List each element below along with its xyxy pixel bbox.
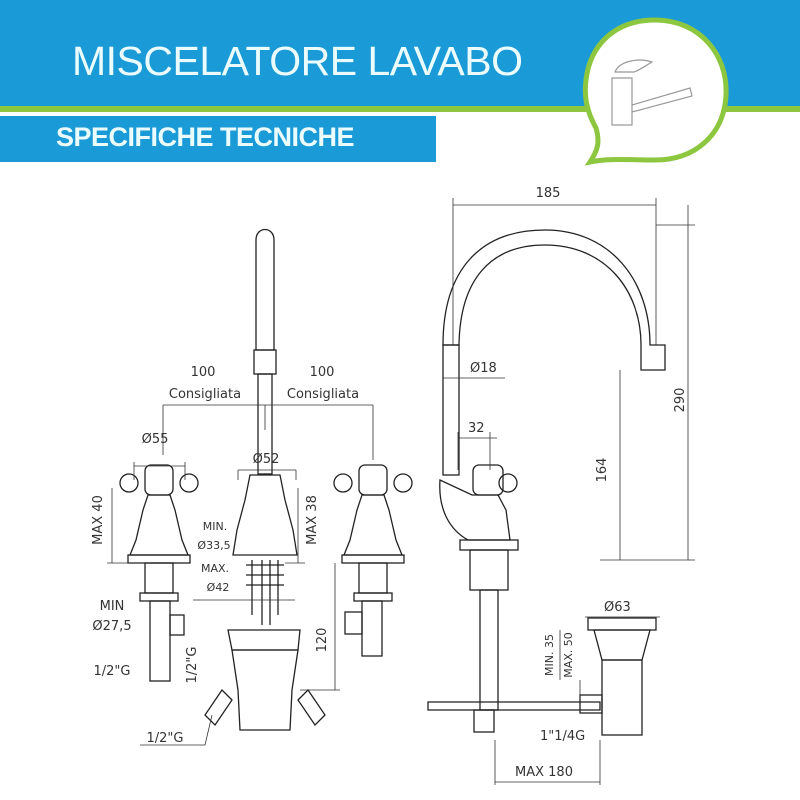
dim-handle-hole-min: Ø27,5 bbox=[92, 619, 131, 634]
dim-handle-hole-min-label: MIN bbox=[100, 599, 125, 614]
dim-spacing-left-note: Consigliata bbox=[169, 387, 241, 402]
dim-spacing-left: 100 bbox=[191, 365, 216, 380]
spout-front-drawing bbox=[204, 228, 326, 731]
side-view-drawing bbox=[427, 229, 666, 736]
dim-rod-length: MAX 180 bbox=[515, 765, 573, 780]
dim-hole-max-label: MAX. bbox=[201, 562, 229, 575]
dim-spacing-right: 100 bbox=[310, 365, 335, 380]
header-divider bbox=[0, 106, 800, 112]
dim-spout-height: MAX 38 bbox=[305, 495, 320, 545]
dimension-lines bbox=[107, 198, 695, 785]
dim-spout-reach: 185 bbox=[536, 186, 561, 201]
dim-waste-connection: 1"1/4G bbox=[540, 729, 585, 744]
dim-handle-diameter: Ø55 bbox=[142, 432, 169, 447]
dim-hole-max: Ø42 bbox=[207, 581, 230, 594]
dim-spout-diameter: Ø18 bbox=[470, 361, 497, 376]
page-title: MISCELATORE LAVABO bbox=[72, 38, 523, 84]
dim-outlet-height: 164 bbox=[595, 458, 610, 483]
dim-shank-length: 120 bbox=[315, 628, 330, 653]
dim-connection-left: 1/2"G bbox=[94, 664, 131, 679]
dim-handle-height: MAX 40 bbox=[91, 495, 106, 545]
dim-connection-bottom: 1/2"G bbox=[147, 731, 184, 746]
faucet-icon bbox=[582, 17, 729, 166]
dim-spout-base-diameter: Ø52 bbox=[253, 452, 280, 467]
left-handle-drawing bbox=[119, 464, 199, 682]
dim-hole-min: Ø33,5 bbox=[197, 539, 230, 552]
right-handle-drawing bbox=[333, 464, 413, 657]
page-subtitle: SPECIFICHE TECNICHE bbox=[56, 122, 355, 152]
dim-handle-offset: 32 bbox=[468, 421, 485, 436]
subtitle-band bbox=[0, 116, 436, 162]
dim-waste-diameter: Ø63 bbox=[604, 600, 631, 615]
dim-total-height: 290 bbox=[673, 388, 688, 413]
dim-waste-max: MAX. 50 bbox=[562, 632, 575, 678]
dim-connection-vertical: 1/2"G bbox=[185, 647, 200, 684]
dim-spacing-right-note: Consigliata bbox=[287, 387, 359, 402]
dim-hole-min-label: MIN. bbox=[203, 520, 227, 533]
dim-waste-min: MIN. 35 bbox=[543, 634, 556, 676]
